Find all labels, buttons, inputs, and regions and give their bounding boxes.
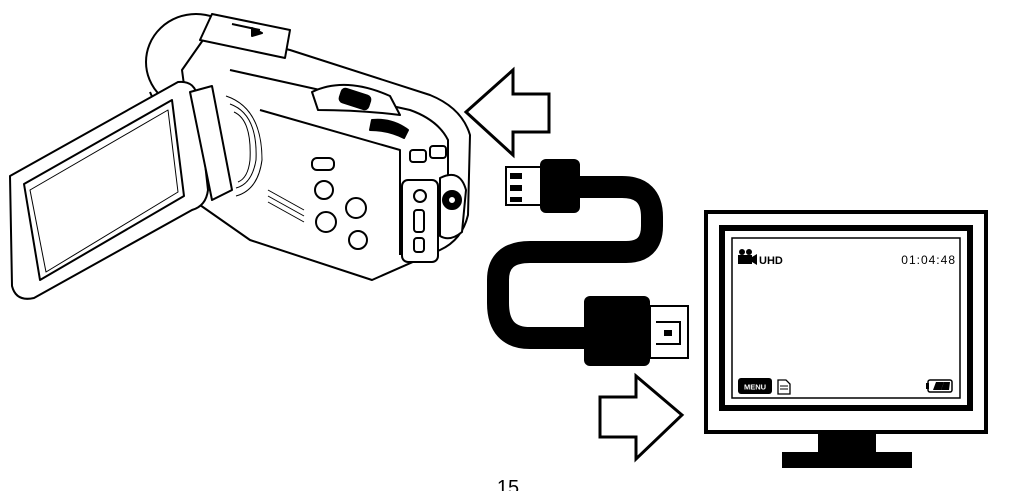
hdmi-cable-icon	[487, 159, 689, 366]
sd-card-icon	[777, 379, 791, 395]
arrow-right-icon	[598, 372, 685, 463]
page-number: 15	[497, 477, 519, 491]
monitor-screen: UHD 01:04:48 MENU	[738, 249, 956, 395]
menu-label: MENU	[744, 383, 766, 392]
video-camera-icon	[738, 249, 757, 265]
battery-icon	[926, 379, 953, 393]
recording-mode-label: UHD	[759, 255, 783, 267]
menu-button: MENU	[738, 378, 772, 394]
timecode: 01:04:48	[901, 253, 956, 267]
arrow-left-icon	[463, 66, 551, 159]
camcorder-icon	[9, 13, 471, 300]
micro-hdmi-connector	[505, 159, 580, 213]
hdmi-connector	[584, 296, 689, 366]
